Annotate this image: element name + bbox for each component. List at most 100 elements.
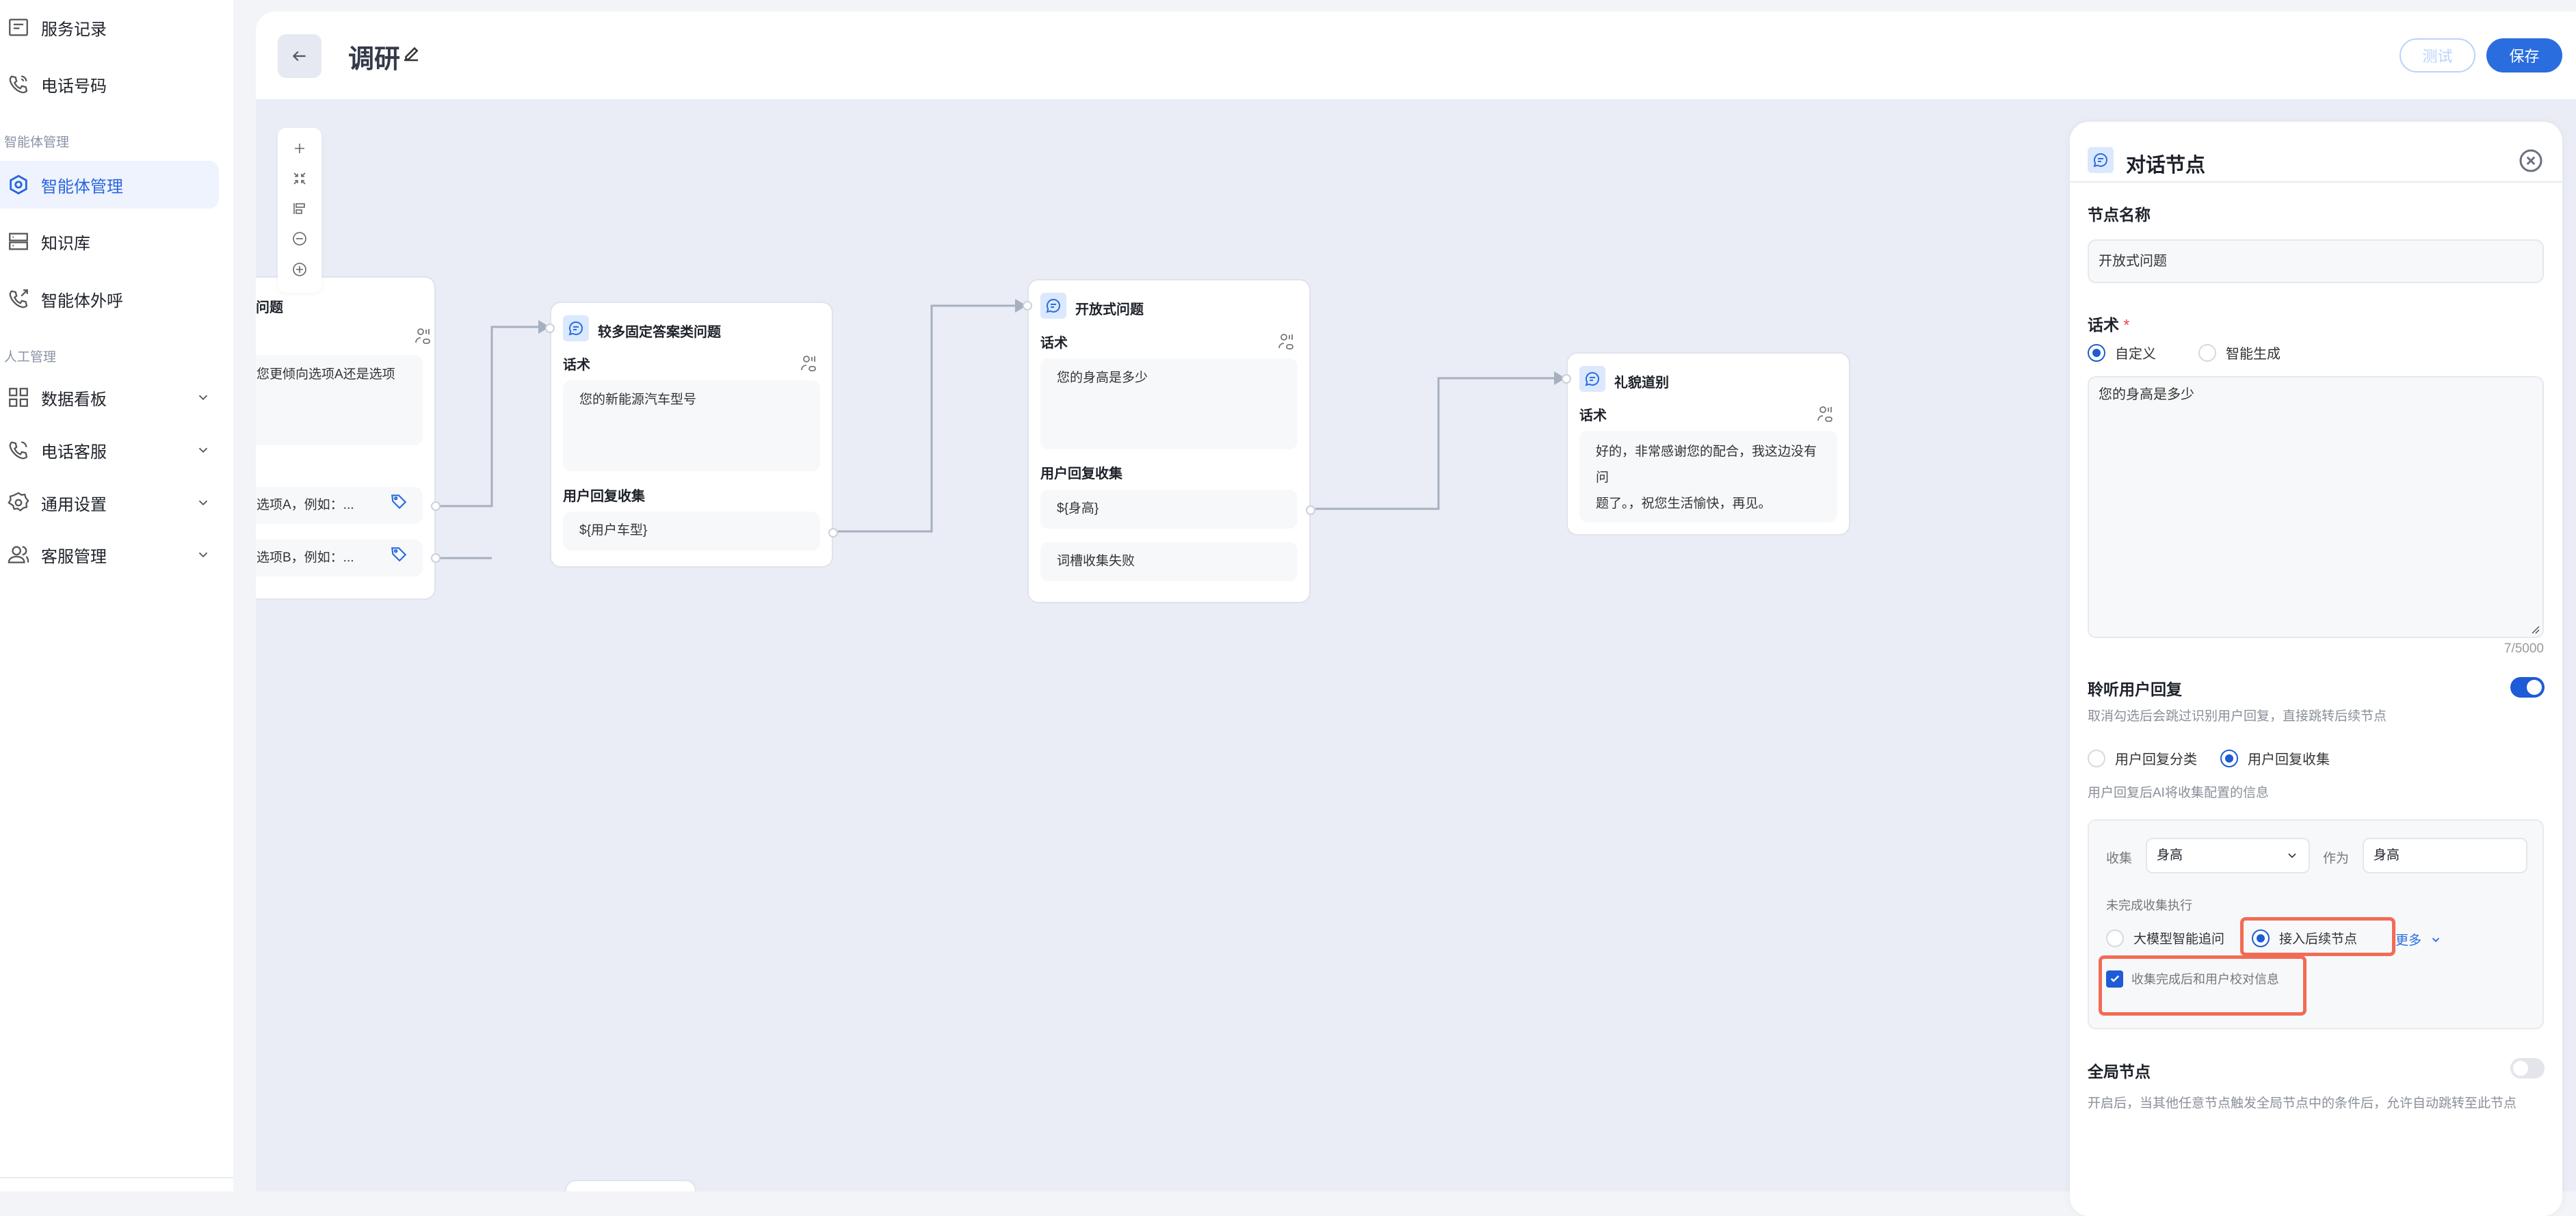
resize-handle-icon[interactable]	[2530, 624, 2540, 634]
collect-slot: ${用户车型}	[563, 512, 820, 551]
sidebar-item-agent-outbound[interactable]: 智能体外呼	[0, 275, 219, 323]
chevron-down-icon	[2288, 853, 2296, 858]
save-button[interactable]: 保存	[2486, 38, 2562, 72]
as-input[interactable]: 身高	[2363, 838, 2527, 873]
radio-dot	[2088, 343, 2105, 362]
more-label: 更多	[2395, 934, 2422, 948]
sidebar: 服务记录 电话号码 智能体管理 智能体管理 知识库 智能体外呼 人工管理 数据看…	[0, 0, 233, 1191]
plus-icon[interactable]	[291, 140, 308, 157]
node-name-input[interactable]: 开放式问题	[2088, 239, 2544, 283]
phone-icon	[9, 441, 28, 460]
voice-user-icon[interactable]	[415, 328, 431, 345]
chevron-down-icon	[198, 447, 208, 453]
listen-reply-label: 聆听用户回复	[2088, 680, 2182, 698]
gear-icon	[8, 492, 29, 512]
collect-slot: ${身高}	[1040, 490, 1298, 529]
branch-row[interactable]: 向选项A，例如：...	[256, 487, 423, 524]
incomplete-label: 未完成收集执行	[2106, 899, 2192, 912]
edge-d	[1315, 377, 1555, 510]
auto-layout-icon[interactable]	[291, 200, 308, 217]
hexagon-gear-icon	[10, 174, 27, 195]
sidebar-item-label: 服务记录	[41, 20, 107, 39]
global-node-label: 全局节点	[2088, 1063, 2151, 1081]
section-label-agent: 智能体管理	[4, 135, 70, 150]
radio-dot	[2252, 929, 2270, 947]
zoom-out-icon[interactable]	[291, 230, 308, 247]
flow-node-fixed-answers[interactable]: 较多固定答案类问题 话术 您的新能源汽车型号 用户回复收集 ${用户车型}	[545, 302, 838, 568]
output-port[interactable]	[828, 528, 838, 538]
flow-node-goodbye[interactable]: 礼貌道别 话术 好的，非常感谢您的配合，我这边没有问 题了。，祝您生活愉快，再见…	[1562, 352, 1850, 536]
checkbox-label: 收集完成后和用户校对信息	[2131, 973, 2279, 986]
radio-label: 用户回复分类	[2115, 752, 2197, 767]
arrow-head	[1554, 371, 1566, 385]
branch-row[interactable]: 向选项B，例如：...	[256, 540, 423, 577]
fit-view-icon[interactable]	[291, 170, 308, 187]
verify-checkbox[interactable]: 收集完成后和用户校对信息	[2106, 970, 2279, 988]
voice-user-icon[interactable]	[800, 355, 817, 373]
script-box: 您的新能源汽车型号	[563, 380, 820, 471]
more-options-link[interactable]: 更多	[2395, 930, 2442, 949]
output-port[interactable]	[431, 501, 441, 511]
sidebar-item-general-settings[interactable]: 通用设置	[0, 479, 219, 527]
chat-bubble-icon	[563, 315, 589, 341]
script-label: 话术	[1040, 336, 1068, 351]
voice-user-icon[interactable]	[1817, 406, 1833, 423]
voice-user-icon[interactable]	[1278, 333, 1294, 351]
output-port[interactable]	[431, 553, 441, 563]
sidebar-item-phone-service[interactable]: 电话客服	[0, 426, 219, 474]
grid-icon	[9, 388, 28, 407]
flow-node-open-question[interactable]: 开放式问题 话术 您的身高是多少 用户回复收集 ${身高} 词槽收集失败	[1023, 279, 1315, 603]
collect-select[interactable]: 身高	[2146, 838, 2310, 873]
close-icon[interactable]	[2519, 148, 2543, 173]
chevron-down-icon	[198, 500, 208, 506]
sidebar-item-knowledge-base[interactable]: 知识库	[0, 217, 219, 265]
collect-label: 用户回复收集	[563, 489, 645, 504]
listen-reply-toggle[interactable]	[2510, 677, 2545, 698]
flow-node-choice[interactable]: 问题 ：您更倾向选项A还是选项 向选项A，例如：... 向选项B，例如：...	[256, 276, 441, 600]
collect-label: 用户回复收集	[1040, 466, 1122, 481]
script-textarea[interactable]: 您的身高是多少	[2088, 376, 2544, 638]
chevron-down-icon	[198, 395, 208, 401]
script-box: 您的身高是多少	[1040, 358, 1298, 449]
slot-text: ${身高}	[1057, 501, 1099, 516]
input-port[interactable]	[545, 323, 555, 333]
chevron-down-icon	[2432, 937, 2440, 942]
global-node-toggle[interactable]	[2510, 1058, 2545, 1079]
test-button[interactable]: 测试	[2400, 38, 2475, 72]
radio-custom[interactable]: 自定义	[2088, 343, 2156, 362]
sidebar-item-dashboard[interactable]: 数据看板	[0, 373, 219, 421]
radio-llm-followup[interactable]: 大模型智能追问	[2106, 929, 2224, 947]
script-text: 您的身高是多少	[1057, 371, 1148, 385]
radio-dot	[2088, 749, 2105, 767]
sidebar-item-label: 知识库	[41, 234, 90, 253]
input-port[interactable]	[1562, 374, 1571, 384]
chat-bubble-icon	[2088, 147, 2114, 173]
arrow-head	[1015, 299, 1027, 313]
sidebar-item-service-records[interactable]: 服务记录	[0, 3, 219, 51]
radio-label: 智能生成	[2226, 347, 2281, 362]
output-port[interactable]	[1306, 505, 1315, 515]
radio-reply-classify[interactable]: 用户回复分类	[2088, 748, 2197, 768]
sidebar-item-label: 客服管理	[41, 547, 107, 566]
edit-pencil-icon[interactable]	[401, 43, 421, 64]
radio-ai-generate[interactable]: 智能生成	[2198, 343, 2281, 362]
script-text: ：您更倾向选项A还是选项	[256, 367, 395, 382]
as-label: 作为	[2323, 851, 2350, 866]
sidebar-item-label: 电话号码	[41, 77, 107, 96]
flow-node-partial[interactable]	[565, 1180, 696, 1191]
sidebar-item-agent-staff[interactable]: 客服管理	[0, 531, 219, 579]
sidebar-item-phone-numbers[interactable]: 电话号码	[0, 60, 219, 108]
arrow-head	[538, 320, 550, 334]
sidebar-item-agent-management[interactable]: 智能体管理	[0, 161, 219, 209]
script-label: 话术	[563, 358, 590, 373]
input-port[interactable]	[1023, 301, 1032, 310]
collect-label: 收集	[2106, 851, 2133, 866]
global-node-desc: 开启后，当其他任意节点触发全局节点中的条件后，允许自动跳转至此节点	[2088, 1096, 2517, 1111]
radio-reply-collect[interactable]: 用户回复收集	[2220, 748, 2330, 768]
zoom-in-icon[interactable]	[291, 261, 308, 278]
back-button[interactable]	[278, 34, 321, 78]
char-count: 7/5000	[2503, 642, 2544, 656]
radio-next-node[interactable]: 接入后续节点	[2252, 929, 2357, 947]
sidebar-item-label: 智能体管理	[41, 177, 123, 196]
node-title: 礼貌道别	[1614, 375, 1669, 391]
